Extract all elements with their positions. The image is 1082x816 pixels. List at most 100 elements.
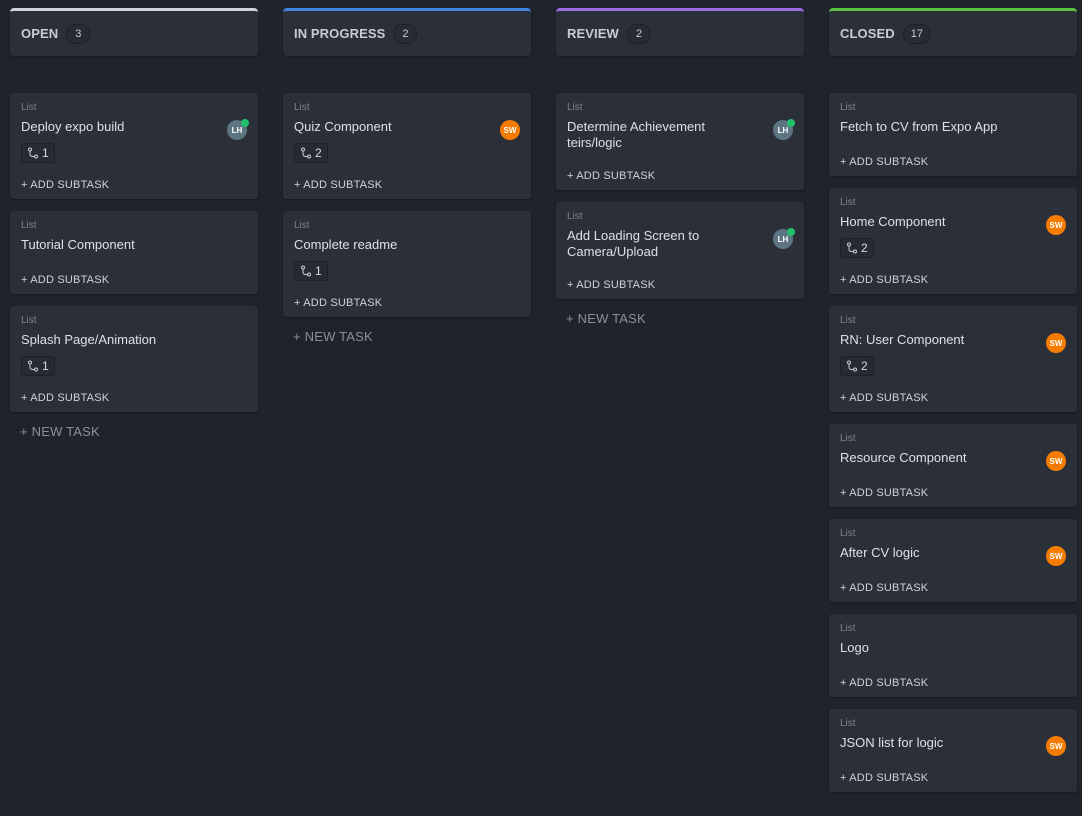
add-subtask-button[interactable]: + ADD SUBTASK (294, 297, 383, 309)
task-card[interactable]: List Logo + ADD SUBTASK (829, 614, 1077, 697)
task-card[interactable]: List Home Component 2 SW + ADD SUBTASK (829, 188, 1077, 294)
avatar-initials: SW (503, 125, 517, 135)
subtask-count-badge[interactable]: 1 (294, 261, 328, 281)
avatar-initials: LH (231, 125, 243, 135)
task-count-badge: 2 (393, 23, 418, 44)
task-title[interactable]: Deploy expo build (21, 119, 125, 134)
add-subtask-button[interactable]: + ADD SUBTASK (840, 677, 929, 689)
new-task-button[interactable]: + NEW TASK (566, 311, 646, 326)
list-label: List (840, 197, 856, 208)
add-subtask-button[interactable]: + ADD SUBTASK (21, 392, 110, 404)
task-title[interactable]: Determine Achievement teirs/logic (567, 119, 706, 150)
column-header-in-progress[interactable]: IN PROGRESS 2 (283, 8, 531, 56)
add-subtask-button[interactable]: + ADD SUBTASK (294, 179, 383, 191)
column-header-closed[interactable]: CLOSED 17 (829, 8, 1077, 56)
add-subtask-button[interactable]: + ADD SUBTASK (567, 279, 656, 291)
column-review: REVIEW 2 List Determine Achievement teir… (556, 8, 804, 326)
assignee-avatar[interactable]: LH (773, 119, 795, 140)
online-status-dot (787, 228, 795, 236)
task-card[interactable]: List Complete readme 1 + ADD SUBTASK (283, 211, 531, 317)
assignee-avatar[interactable]: SW (1046, 333, 1066, 353)
task-title[interactable]: Splash Page/Animation (21, 332, 157, 347)
column-open: OPEN 3 List Deploy expo build 1 LH + ADD… (10, 8, 258, 439)
subtask-count: 1 (42, 359, 49, 373)
add-subtask-button[interactable]: + ADD SUBTASK (840, 274, 929, 286)
task-title[interactable]: Quiz Component (294, 119, 392, 134)
list-label: List (840, 528, 856, 539)
column-header-review[interactable]: REVIEW 2 (556, 8, 804, 56)
list-label: List (567, 102, 583, 113)
avatar-initials: LH (777, 234, 789, 244)
task-count-badge: 2 (626, 23, 651, 44)
avatar-initials: SW (1049, 741, 1063, 751)
list-label: List (840, 102, 856, 113)
task-count-badge: 3 (66, 23, 91, 44)
subtask-count: 1 (42, 146, 49, 160)
add-subtask-button[interactable]: + ADD SUBTASK (840, 487, 929, 499)
avatar-initials: SW (1049, 220, 1063, 230)
column-title: OPEN (21, 26, 59, 41)
assignee-avatar[interactable]: SW (1046, 546, 1066, 566)
list-label: List (567, 211, 583, 222)
new-task-button[interactable]: + NEW TASK (293, 329, 373, 344)
task-title[interactable]: JSON list for logic (840, 735, 944, 750)
avatar-initials: SW (1049, 551, 1063, 561)
task-title[interactable]: After CV logic (840, 545, 920, 560)
subtask-branch-icon (27, 360, 39, 372)
task-card[interactable]: List Determine Achievement teirs/logic L… (556, 93, 804, 190)
task-title[interactable]: Resource Component (840, 450, 967, 465)
task-card[interactable]: List Resource Component SW + ADD SUBTASK (829, 424, 1077, 507)
add-subtask-button[interactable]: + ADD SUBTASK (21, 274, 110, 286)
assignee-avatar[interactable]: SW (500, 120, 520, 140)
subtask-count-badge[interactable]: 1 (21, 356, 55, 376)
task-card[interactable]: List Tutorial Component + ADD SUBTASK (10, 211, 258, 294)
column-title: CLOSED (840, 26, 895, 41)
task-title[interactable]: Fetch to CV from Expo App (840, 119, 998, 134)
list-label: List (840, 433, 856, 444)
list-label: List (840, 718, 856, 729)
add-subtask-button[interactable]: + ADD SUBTASK (840, 772, 929, 784)
add-subtask-button[interactable]: + ADD SUBTASK (21, 179, 110, 191)
add-subtask-button[interactable]: + ADD SUBTASK (840, 582, 929, 594)
add-subtask-button[interactable]: + ADD SUBTASK (840, 156, 929, 168)
column-header-open[interactable]: OPEN 3 (10, 8, 258, 56)
task-title[interactable]: Logo (840, 640, 869, 655)
column-closed: CLOSED 17 List Fetch to CV from Expo App… (829, 8, 1077, 792)
list-label: List (840, 623, 856, 634)
task-title[interactable]: RN: User Component (840, 332, 965, 347)
add-subtask-button[interactable]: + ADD SUBTASK (840, 392, 929, 404)
assignee-avatar[interactable]: LH (773, 228, 795, 249)
assignee-avatar[interactable]: SW (1046, 451, 1066, 471)
task-card[interactable]: List Deploy expo build 1 LH + ADD SUBTAS… (10, 93, 258, 199)
subtask-count-badge[interactable]: 1 (21, 143, 55, 163)
task-title[interactable]: Add Loading Screen to Camera/Upload (567, 228, 700, 259)
column-in-progress: IN PROGRESS 2 List Quiz Component 2 SW +… (283, 8, 531, 344)
subtask-count-badge[interactable]: 2 (294, 143, 328, 163)
task-card[interactable]: List Add Loading Screen to Camera/Upload… (556, 202, 804, 299)
task-card[interactable]: List RN: User Component 2 SW + ADD SUBTA… (829, 306, 1077, 412)
task-card[interactable]: List Fetch to CV from Expo App + ADD SUB… (829, 93, 1077, 176)
subtask-count-badge[interactable]: 2 (840, 356, 874, 376)
assignee-avatar[interactable]: SW (1046, 736, 1066, 756)
subtask-count: 2 (315, 146, 322, 160)
assignee-avatar[interactable]: LH (227, 119, 249, 140)
assignee-avatar[interactable]: SW (1046, 215, 1066, 235)
task-title[interactable]: Home Component (840, 214, 946, 229)
list-label: List (840, 315, 856, 326)
new-task-button[interactable]: + NEW TASK (20, 424, 100, 439)
online-status-dot (787, 119, 795, 127)
list-label: List (21, 102, 37, 113)
task-title[interactable]: Tutorial Component (21, 237, 135, 252)
subtask-branch-icon (300, 265, 312, 277)
avatar-initials: SW (1049, 456, 1063, 466)
task-title[interactable]: Complete readme (294, 237, 398, 252)
task-card[interactable]: List JSON list for logic SW + ADD SUBTAS… (829, 709, 1077, 792)
subtask-branch-icon (846, 360, 858, 372)
subtask-count-badge[interactable]: 2 (840, 238, 874, 258)
task-card[interactable]: List Quiz Component 2 SW + ADD SUBTASK (283, 93, 531, 199)
add-subtask-button[interactable]: + ADD SUBTASK (567, 170, 656, 182)
task-card[interactable]: List After CV logic SW + ADD SUBTASK (829, 519, 1077, 602)
subtask-count: 2 (861, 359, 868, 373)
task-card[interactable]: List Splash Page/Animation 1 + ADD SUBTA… (10, 306, 258, 412)
